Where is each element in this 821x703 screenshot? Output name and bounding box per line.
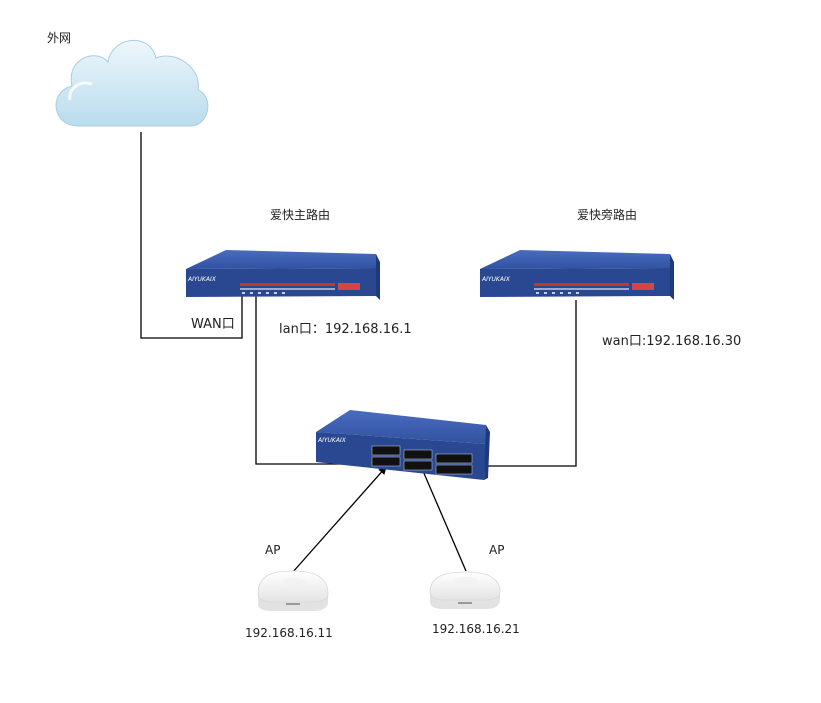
switch-brand: AIYUKAIX bbox=[317, 437, 347, 444]
link-main-lan-to-switch bbox=[255, 292, 372, 465]
main-lan-port-label: lan口：192.168.16.1 bbox=[279, 322, 412, 337]
connections bbox=[140, 132, 577, 574]
ap-left-label: AP bbox=[265, 543, 281, 557]
main-router-brand: AIYUKAIX bbox=[187, 276, 217, 283]
access-point-icon-right bbox=[429, 571, 501, 609]
link-internet-to-main-wan bbox=[140, 132, 246, 339]
link-ap-left-to-switch bbox=[291, 466, 387, 574]
access-point-icon-left bbox=[257, 570, 329, 611]
link-ap-right-to-switch bbox=[422, 470, 467, 572]
link-side-wan-to-switch bbox=[484, 300, 577, 467]
ap-right-label: AP bbox=[489, 543, 505, 557]
switch-icon: AIYUKAIX bbox=[316, 410, 490, 480]
side-router-brand: AIYUKAIX bbox=[481, 276, 511, 283]
side-router-label: 爱快旁路由 bbox=[577, 208, 638, 222]
side-router-icon: AIYUKAIX bbox=[480, 250, 674, 300]
main-wan-port-label: WAN口 bbox=[191, 317, 235, 332]
side-wan-port-label: wan口:192.168.16.30 bbox=[602, 334, 742, 349]
internet-label: 外网 bbox=[47, 31, 72, 45]
ap-right-ip: 192.168.16.21 bbox=[432, 622, 520, 636]
cloud-icon bbox=[55, 40, 209, 127]
main-router-icon: AIYUKAIX bbox=[186, 250, 380, 300]
main-router-label: 爱快主路由 bbox=[270, 208, 331, 222]
ap-left-ip: 192.168.16.11 bbox=[245, 626, 333, 640]
